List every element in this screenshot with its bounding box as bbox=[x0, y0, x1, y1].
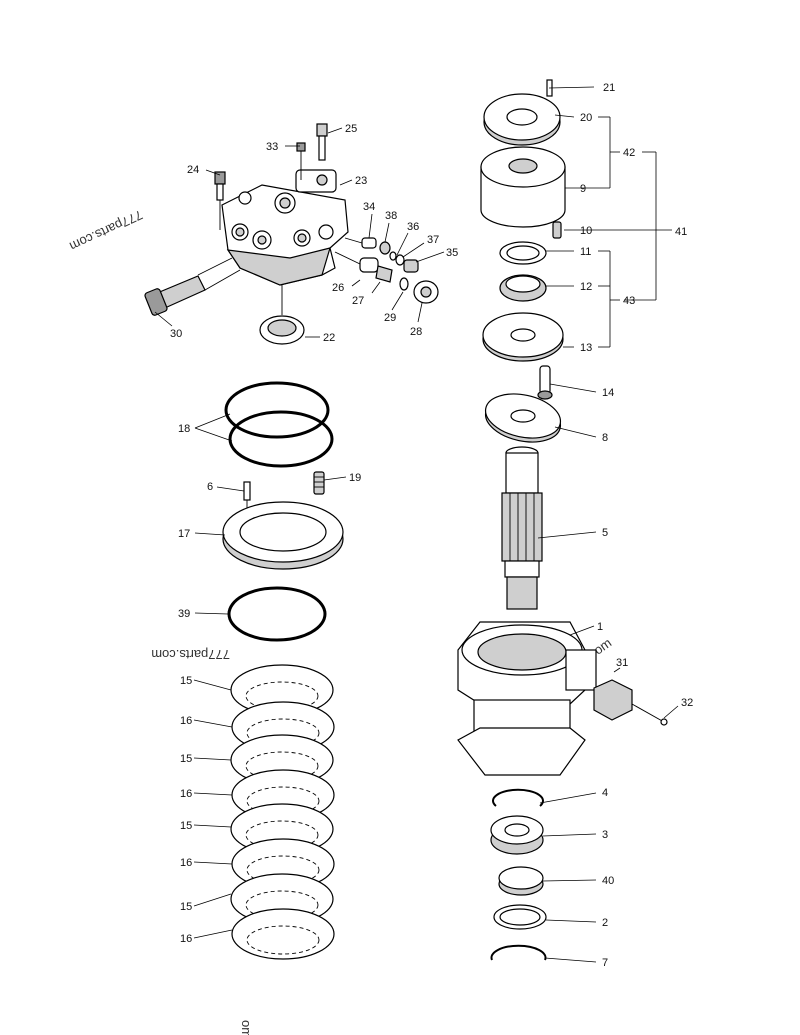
callout-34: 34 bbox=[363, 201, 375, 213]
callout-12: 12 bbox=[580, 281, 592, 293]
callout-32: 32 bbox=[681, 697, 693, 709]
bearing-3 bbox=[490, 815, 544, 855]
callout-41: 41 bbox=[675, 226, 687, 238]
callout-7: 7 bbox=[602, 957, 608, 969]
callout-25: 25 bbox=[345, 123, 357, 135]
callout-1: 1 bbox=[597, 621, 603, 633]
housing-1 bbox=[457, 621, 597, 776]
callout-20: 20 bbox=[580, 112, 592, 124]
spring-10 bbox=[552, 221, 562, 239]
bearing-40 bbox=[498, 866, 544, 896]
callout-5: 5 bbox=[602, 527, 608, 539]
callout-21: 21 bbox=[603, 82, 615, 94]
callout-37: 37 bbox=[427, 234, 439, 246]
callout-16-c: 16 bbox=[180, 857, 192, 869]
retainer-plate-13 bbox=[482, 312, 564, 362]
callout-38: 38 bbox=[385, 210, 397, 222]
callout-36: 36 bbox=[407, 221, 419, 233]
leader-lines bbox=[154, 86, 679, 963]
cylinder-block-9 bbox=[480, 146, 566, 228]
callout-23: 23 bbox=[355, 175, 367, 187]
callout-35: 35 bbox=[446, 247, 458, 259]
callout-31: 31 bbox=[616, 657, 628, 669]
callout-15-b: 15 bbox=[180, 753, 192, 765]
callout-15-d: 15 bbox=[180, 901, 192, 913]
plate-16d bbox=[231, 908, 335, 960]
callout-16-a: 16 bbox=[180, 715, 192, 727]
snap-ring-4 bbox=[492, 788, 544, 807]
callout-33: 33 bbox=[266, 141, 278, 153]
spherical-bushing-12 bbox=[499, 274, 547, 302]
callout-10: 10 bbox=[580, 225, 592, 237]
callout-26: 26 bbox=[332, 282, 344, 294]
callout-14: 14 bbox=[602, 387, 614, 399]
swash-plate-8 bbox=[484, 393, 562, 443]
valve-block-assembly bbox=[144, 123, 439, 345]
brake-piston-17 bbox=[222, 501, 344, 570]
watermark-left-upper: 777parts.com bbox=[67, 207, 145, 254]
valve-plate-20 bbox=[483, 93, 561, 146]
callout-19: 19 bbox=[349, 472, 361, 484]
ring-11 bbox=[499, 241, 547, 265]
callout-13: 13 bbox=[580, 342, 592, 354]
callout-6: 6 bbox=[207, 481, 213, 493]
callout-28: 28 bbox=[410, 326, 422, 338]
friction-plates-15-16 bbox=[230, 664, 335, 960]
o-ring-39 bbox=[227, 586, 327, 642]
callout-16-b: 16 bbox=[180, 788, 192, 800]
callout-17: 17 bbox=[178, 528, 190, 540]
shaft-5 bbox=[501, 446, 543, 610]
callout-29: 29 bbox=[384, 312, 396, 324]
callout-24: 24 bbox=[187, 164, 199, 176]
ring-2 bbox=[493, 904, 547, 930]
callout-15-a: 15 bbox=[180, 675, 192, 687]
callout-42: 42 bbox=[623, 147, 635, 159]
callout-30: 30 bbox=[170, 328, 182, 340]
callout-3: 3 bbox=[602, 829, 608, 841]
callout-2: 2 bbox=[602, 917, 608, 929]
watermark-bottom-fragment: om bbox=[239, 1020, 254, 1035]
callout-18: 18 bbox=[178, 423, 190, 435]
o-rings-18 bbox=[224, 381, 334, 468]
callout-16-d: 16 bbox=[180, 933, 192, 945]
callout-22: 22 bbox=[323, 332, 335, 344]
callout-4: 4 bbox=[602, 787, 608, 799]
callout-8: 8 bbox=[602, 432, 608, 444]
pin-14 bbox=[537, 365, 553, 400]
callout-43: 43 bbox=[623, 295, 635, 307]
callout-labels: 21 20 42 9 10 41 11 12 43 13 14 8 5 1 31… bbox=[170, 82, 693, 969]
watermark-left-middle: 777parts.com bbox=[151, 647, 230, 662]
callout-9: 9 bbox=[580, 183, 586, 195]
callout-40: 40 bbox=[602, 875, 614, 887]
callout-11: 11 bbox=[580, 246, 591, 258]
callout-39: 39 bbox=[178, 608, 190, 620]
snap-ring-7 bbox=[490, 944, 547, 961]
cover-31-and-bolt-32 bbox=[593, 679, 668, 726]
callout-27: 27 bbox=[352, 295, 364, 307]
callout-15-c: 15 bbox=[180, 820, 192, 832]
